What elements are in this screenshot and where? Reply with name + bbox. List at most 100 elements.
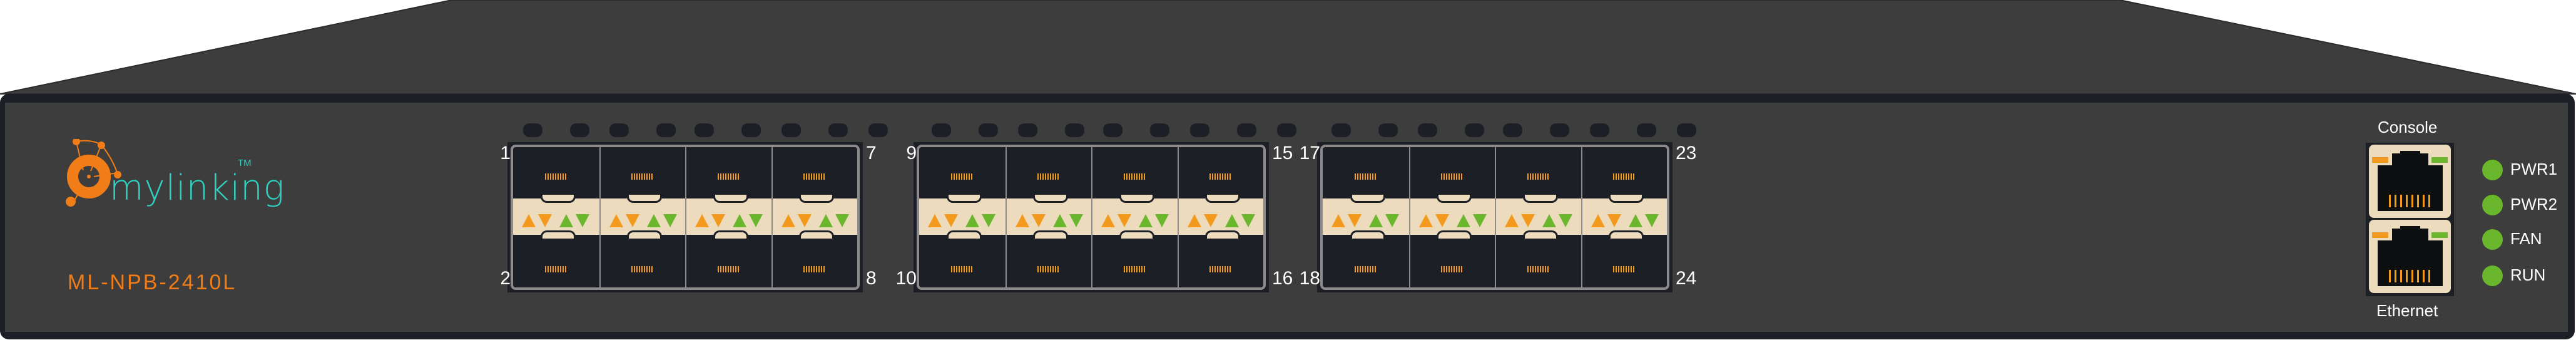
port-led-indicator (1150, 123, 1169, 137)
lower-port-rx-green-arrow-icon (1559, 214, 1572, 227)
trademark: TM (238, 158, 252, 168)
console-link-led (2431, 157, 2448, 163)
latch-tab-bottom (799, 230, 835, 239)
sfp-port-12[interactable] (1007, 235, 1092, 287)
front-face (5, 103, 2568, 332)
lower-port-rx-green-arrow-icon (835, 214, 849, 227)
upper-port-rx-orange-arrow-icon (1521, 214, 1535, 227)
sfp-port-16[interactable] (1179, 235, 1264, 287)
management-port-block (2366, 143, 2454, 296)
upper-port-rx-orange-arrow-icon (625, 214, 639, 227)
sfp-port-19[interactable] (1410, 147, 1495, 198)
upper-port-tx-orange-arrow-icon (1101, 214, 1115, 227)
port-number-label: 24 (1676, 268, 1697, 289)
port-led-indicator (1677, 123, 1696, 137)
port-contacts (1527, 173, 1550, 180)
port-number-label: 10 (895, 268, 917, 289)
latch-tab-top (1205, 195, 1241, 203)
port-led-indicator (741, 123, 761, 137)
latch-tab-top (799, 195, 835, 203)
sfp-port-11[interactable] (1007, 147, 1092, 198)
sfp-port-13[interactable] (1092, 147, 1178, 198)
port-contacts (1123, 266, 1146, 272)
latch-tab-bottom (1119, 230, 1154, 239)
lower-port-tx-green-arrow-icon (1628, 214, 1642, 227)
lower-port-tx-green-arrow-icon (733, 214, 746, 227)
ethernet-label: Ethernet (2376, 301, 2438, 320)
upper-port-rx-orange-arrow-icon (538, 214, 552, 227)
sfp-port-3[interactable] (601, 147, 686, 198)
sfp-cage (599, 147, 686, 287)
sfp-port-23[interactable] (1582, 147, 1667, 198)
ethernet-link-led (2431, 232, 2448, 238)
ethernet-port[interactable] (2369, 220, 2451, 293)
lower-port-tx-green-arrow-icon (646, 214, 661, 227)
port-contacts (950, 173, 974, 180)
upper-port-rx-orange-arrow-icon (1607, 214, 1621, 227)
sfp-port-18[interactable] (1323, 235, 1409, 287)
lower-port-tx-green-arrow-icon (1542, 214, 1556, 227)
port-led-indicator (1065, 123, 1084, 137)
sfp-port-8[interactable] (773, 235, 858, 287)
upper-port-rx-orange-arrow-icon (1435, 214, 1449, 227)
brand-name: mylinking (109, 168, 285, 209)
latch-tab-top (1033, 195, 1069, 203)
console-port[interactable] (2369, 145, 2451, 218)
latch-tab-top (540, 195, 576, 203)
sfp-port-17[interactable] (1323, 147, 1409, 198)
sfp-port-2[interactable] (513, 235, 599, 287)
port-led-indicator (1637, 123, 1656, 137)
latch-tab-top (946, 195, 982, 203)
port-contacts (631, 266, 654, 272)
sfp-port-22[interactable] (1496, 235, 1581, 287)
sfp-port-14[interactable] (1092, 235, 1178, 287)
port-led-indicator (1190, 123, 1209, 137)
sfp-cage (685, 147, 771, 287)
sfp-port-21[interactable] (1496, 147, 1581, 198)
sfp-port-7[interactable] (773, 147, 858, 198)
port-led-indicator (828, 123, 848, 137)
sfp-port-5[interactable] (686, 147, 771, 198)
port-led-indicator (1331, 123, 1351, 137)
sfp-port-6[interactable] (686, 235, 771, 287)
upper-port-rx-orange-arrow-icon (1031, 214, 1046, 227)
port-contacts (631, 173, 654, 180)
upper-port-rx-orange-arrow-icon (944, 214, 958, 227)
sfp-port-1[interactable] (513, 147, 599, 198)
upper-port-rx-orange-arrow-icon (711, 214, 725, 227)
sfp-port-20[interactable] (1410, 235, 1495, 287)
latch-tab-bottom (540, 230, 576, 239)
ethernet-pins (2389, 270, 2431, 282)
port-contacts (1613, 173, 1636, 180)
sfp-port-10[interactable] (919, 235, 1005, 287)
port-number-label: 2 (500, 268, 511, 289)
sfp-port-4[interactable] (601, 235, 686, 287)
upper-port-tx-orange-arrow-icon (781, 214, 795, 227)
port-status-band (600, 195, 685, 239)
port-contacts (544, 266, 568, 272)
lower-port-rx-green-arrow-icon (1241, 214, 1255, 227)
lower-port-rx-green-arrow-icon (1385, 214, 1399, 227)
port-contacts (717, 173, 740, 180)
port-number-label: 1 (500, 143, 511, 163)
lower-port-tx-green-arrow-icon (1224, 214, 1239, 227)
sfp-cage (1581, 147, 1667, 287)
port-contacts (1037, 266, 1061, 272)
port-contacts (544, 173, 568, 180)
latch-tab-bottom (1609, 230, 1644, 239)
port-led-indicator (979, 123, 998, 137)
latch-tab-bottom (946, 230, 982, 239)
sfp-port-24[interactable] (1582, 235, 1667, 287)
port-number-label: 8 (866, 268, 877, 289)
sfp-port-9[interactable] (919, 147, 1005, 198)
sfp-cage-frame (1320, 145, 1669, 290)
upper-port-rx-orange-arrow-icon (1203, 214, 1218, 227)
latch-tab-bottom (1033, 230, 1069, 239)
port-status-band (1323, 195, 1409, 239)
sfp-port-15[interactable] (1179, 147, 1264, 198)
port-status-band (513, 195, 599, 239)
latch-tab-top (1119, 195, 1154, 203)
lower-port-rx-green-arrow-icon (663, 214, 677, 227)
port-led-indicator (1237, 123, 1256, 137)
